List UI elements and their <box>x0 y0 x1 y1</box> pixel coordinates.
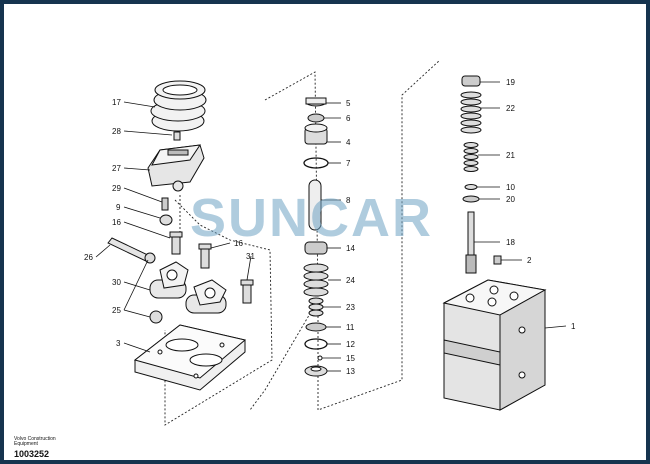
part-label: 6 <box>346 114 351 123</box>
spring-21 <box>463 142 479 172</box>
spool-18 <box>465 211 477 274</box>
nut <box>159 214 173 226</box>
plug-2 <box>493 255 502 265</box>
rubber-boot <box>150 80 207 132</box>
org-name-line1: Volvo Construction <box>14 436 56 442</box>
part-number-labels: 17 28 27 29 9 16 16 26 31 30 25 3 5 6 4 … <box>84 78 576 376</box>
washer-11 <box>305 322 327 332</box>
part-label: 4 <box>346 138 351 147</box>
part-label: 23 <box>346 303 355 312</box>
spring-22 <box>460 91 482 134</box>
plug-4 <box>304 123 328 145</box>
part-label: 8 <box>346 196 351 205</box>
seat-13 <box>304 365 328 377</box>
part-label: 14 <box>346 244 355 253</box>
footer-caption: Volvo Construction Equipment 1003252 <box>14 436 74 460</box>
bushing-6 <box>307 113 325 123</box>
drawing-code: 1003252 <box>14 449 50 459</box>
washer-10 <box>464 184 478 190</box>
seal-5 <box>305 97 327 107</box>
part-label: 28 <box>112 127 121 136</box>
valve-body <box>442 279 547 411</box>
part-label: 20 <box>506 195 515 204</box>
part-label: 5 <box>346 99 351 108</box>
part-label: 24 <box>346 276 355 285</box>
part-label: 10 <box>506 183 515 192</box>
part-label: 29 <box>112 184 121 193</box>
part-label: 22 <box>506 104 515 113</box>
part-label: 1 <box>571 322 576 331</box>
part-label: 3 <box>116 339 121 348</box>
part-label: 2 <box>527 256 532 265</box>
part-label: 15 <box>346 354 355 363</box>
spring-24 <box>303 263 329 297</box>
org-name-line2: Equipment <box>14 441 38 447</box>
part-label: 11 <box>346 323 355 332</box>
seat-19 <box>461 75 481 87</box>
small-screw <box>173 131 181 141</box>
part-label: 9 <box>116 203 121 212</box>
part-label: 13 <box>346 367 355 376</box>
part-label: 7 <box>346 159 351 168</box>
part-label: 19 <box>506 78 515 87</box>
bolt <box>169 231 212 269</box>
part-label: 16 <box>112 218 121 227</box>
set-screw <box>240 279 254 304</box>
part-label: 27 <box>112 164 121 173</box>
part-label: 12 <box>346 340 355 349</box>
push-rod-8 <box>308 179 322 231</box>
part-label: 18 <box>506 238 515 247</box>
part-label: 16 <box>234 239 243 248</box>
spring-23 <box>308 297 324 317</box>
part-label: 17 <box>112 98 121 107</box>
part-label: 21 <box>506 151 515 160</box>
spring-pin <box>161 197 169 211</box>
washer-20 <box>462 195 480 203</box>
pin-15 <box>317 355 323 361</box>
cam-assembly <box>149 261 227 314</box>
snap-ring-12 <box>304 338 328 350</box>
watermark-text: SUNCAR <box>190 188 433 248</box>
part-label: 31 <box>246 252 255 261</box>
leader-lines <box>95 81 567 372</box>
bushing <box>144 252 163 324</box>
base-plate <box>133 324 247 391</box>
part-label: 25 <box>112 306 121 315</box>
part-label: 30 <box>112 278 121 287</box>
lever-bracket <box>147 144 205 192</box>
part-label: 26 <box>84 253 93 262</box>
